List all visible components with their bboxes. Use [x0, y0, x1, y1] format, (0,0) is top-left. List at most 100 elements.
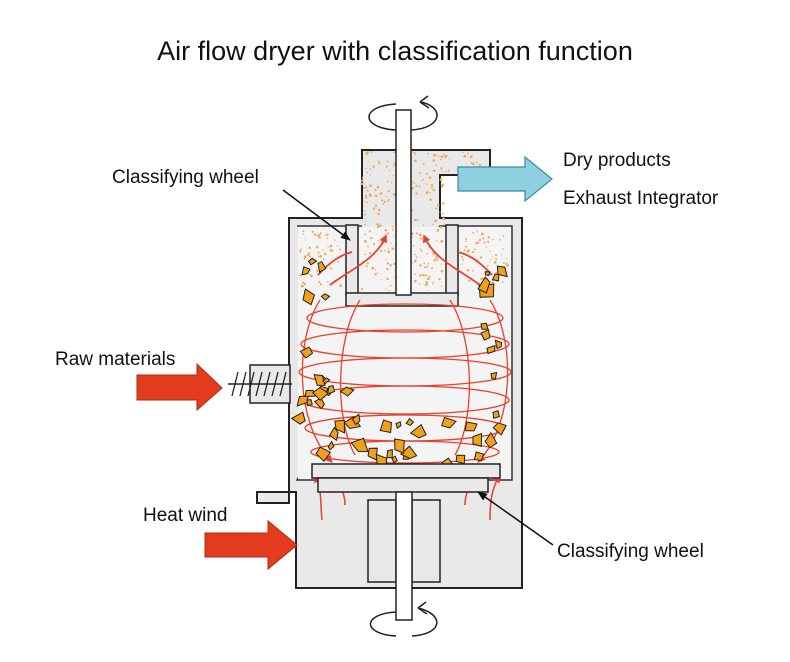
particle: [367, 447, 378, 461]
powder-dot: [308, 246, 311, 250]
powder-dot: [393, 151, 396, 154]
powder-dot: [366, 201, 368, 204]
powder-dot: [476, 241, 480, 244]
particle: [486, 344, 496, 355]
powder-dot: [427, 152, 430, 155]
powder-dot: [302, 230, 305, 233]
powder-dot: [302, 281, 305, 284]
powder-dot: [435, 255, 437, 257]
classifier-housing-left: [345, 224, 359, 296]
powder-dot: [435, 240, 438, 242]
particle: [496, 265, 508, 278]
particle: [399, 445, 418, 460]
bottom-shaft: [395, 491, 413, 621]
powder-dot: [392, 193, 396, 196]
powder-dot: [369, 168, 372, 170]
powder-dot: [485, 246, 487, 248]
powder-dot: [478, 238, 482, 242]
powder-dot: [483, 241, 486, 244]
powder-dot: [373, 243, 376, 246]
lower-housing-right: [411, 499, 441, 583]
powder-dot: [418, 185, 421, 188]
particle: [313, 374, 326, 386]
powder-dot: [442, 202, 445, 205]
powder-dot: [318, 281, 321, 284]
powder-dot: [475, 161, 478, 164]
powder-dot: [442, 216, 445, 218]
powder-dot: [372, 207, 376, 210]
powder-dot: [387, 180, 389, 183]
powder-dot: [365, 196, 368, 199]
powder-dot: [440, 239, 444, 243]
powder-dot: [482, 237, 485, 240]
powder-dot: [364, 233, 367, 236]
particle: [484, 271, 491, 276]
particle: [350, 437, 369, 453]
powder-dot: [413, 259, 417, 263]
powder-dot: [469, 155, 473, 159]
powder-dot: [475, 242, 478, 245]
powder-dot: [487, 240, 490, 243]
powder-dot: [374, 269, 377, 271]
powder-dot: [364, 253, 366, 256]
powder-dot: [501, 253, 503, 255]
pointer-bottom-wheel: [477, 491, 554, 546]
powder-dot: [468, 279, 471, 282]
powder-dot: [361, 176, 364, 179]
powder-dot: [385, 196, 388, 198]
powder-dot: [425, 191, 429, 195]
powder-dot: [445, 154, 448, 158]
powder-dot: [432, 188, 435, 192]
powder-dot: [435, 154, 437, 157]
powder-dot: [411, 262, 414, 264]
particle: [379, 419, 393, 434]
powder-dot: [463, 249, 466, 252]
powder-dot: [420, 180, 423, 182]
powder-dot: [491, 256, 494, 258]
powder-dot: [430, 186, 433, 189]
powder-dot: [434, 219, 437, 223]
powder-dot: [299, 250, 302, 253]
raw-materials-arrow: [136, 362, 223, 412]
powder-dot: [435, 207, 438, 210]
powder-dot: [414, 218, 417, 222]
particle: [492, 422, 507, 436]
powder-dot: [339, 248, 342, 251]
powder-dot: [385, 258, 387, 260]
powder-dot: [466, 268, 470, 272]
powder-dot: [428, 275, 431, 278]
powder-dot: [326, 281, 329, 283]
powder-dot: [329, 267, 331, 270]
powder-dot: [378, 239, 380, 242]
powder-dot: [424, 274, 427, 277]
powder-dot: [431, 267, 434, 270]
powder-dot: [388, 290, 390, 292]
powder-dot: [303, 255, 307, 259]
powder-dot: [505, 262, 508, 265]
powder-dot: [382, 203, 385, 205]
powder-dot: [388, 170, 390, 172]
powder-dot: [425, 172, 428, 175]
powder-dot: [365, 152, 368, 155]
particle: [317, 261, 327, 273]
powder-dot: [386, 277, 389, 281]
fine-powder: [299, 151, 509, 292]
powder-dot: [412, 244, 415, 247]
powder-dot: [427, 289, 429, 291]
powder-dot: [364, 213, 366, 216]
powder-dot: [366, 189, 369, 192]
powder-dot: [369, 251, 372, 255]
powder-dot: [418, 233, 422, 237]
powder-dot: [319, 232, 322, 235]
powder-dot: [470, 161, 473, 165]
powder-dot: [311, 230, 314, 233]
powder-dot: [307, 252, 311, 255]
powder-dot: [436, 229, 440, 232]
powder-dot: [379, 192, 383, 195]
powder-dot: [499, 238, 502, 241]
powder-dot: [366, 171, 368, 174]
powder-dot: [467, 152, 470, 155]
powder-dot: [422, 178, 425, 181]
particle: [409, 423, 427, 439]
powder-dot: [461, 255, 463, 258]
